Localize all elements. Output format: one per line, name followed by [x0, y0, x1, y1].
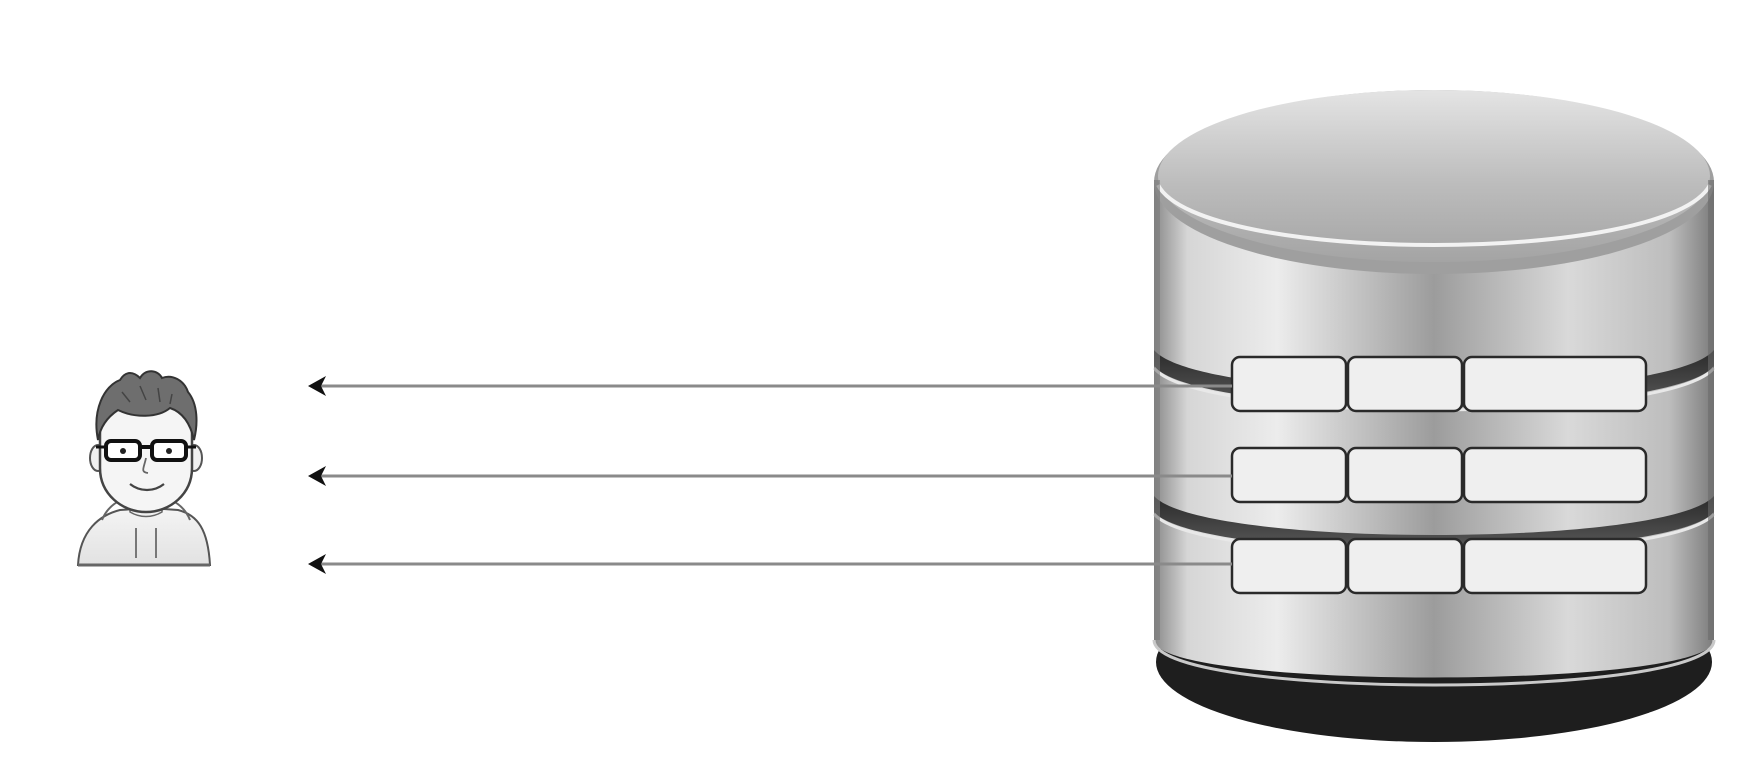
developer-avatar-icon: [76, 370, 212, 567]
database-row-3: [1230, 537, 1648, 595]
record-cell: [1462, 537, 1648, 595]
arrowhead-icon: [308, 554, 326, 574]
arrow-row-3: [308, 554, 1232, 574]
record-cell: [1346, 537, 1464, 595]
record-cell: [1462, 355, 1648, 413]
record-cell: [1230, 355, 1348, 413]
arrow-row-2: [308, 466, 1232, 486]
record-cell: [1346, 355, 1464, 413]
record-cell: [1230, 446, 1348, 504]
arrowhead-icon: [308, 466, 326, 486]
database-row-1: [1230, 355, 1648, 413]
record-cell: [1346, 446, 1464, 504]
arrow-row-1: [308, 376, 1232, 396]
database-records: [1230, 355, 1648, 595]
database-row-2: [1230, 446, 1648, 504]
record-cell: [1462, 446, 1648, 504]
data-flow-arrows: [308, 376, 1232, 574]
record-cell: [1230, 537, 1348, 595]
database-cylinder-icon: [1152, 90, 1716, 742]
arrowhead-icon: [308, 376, 326, 396]
